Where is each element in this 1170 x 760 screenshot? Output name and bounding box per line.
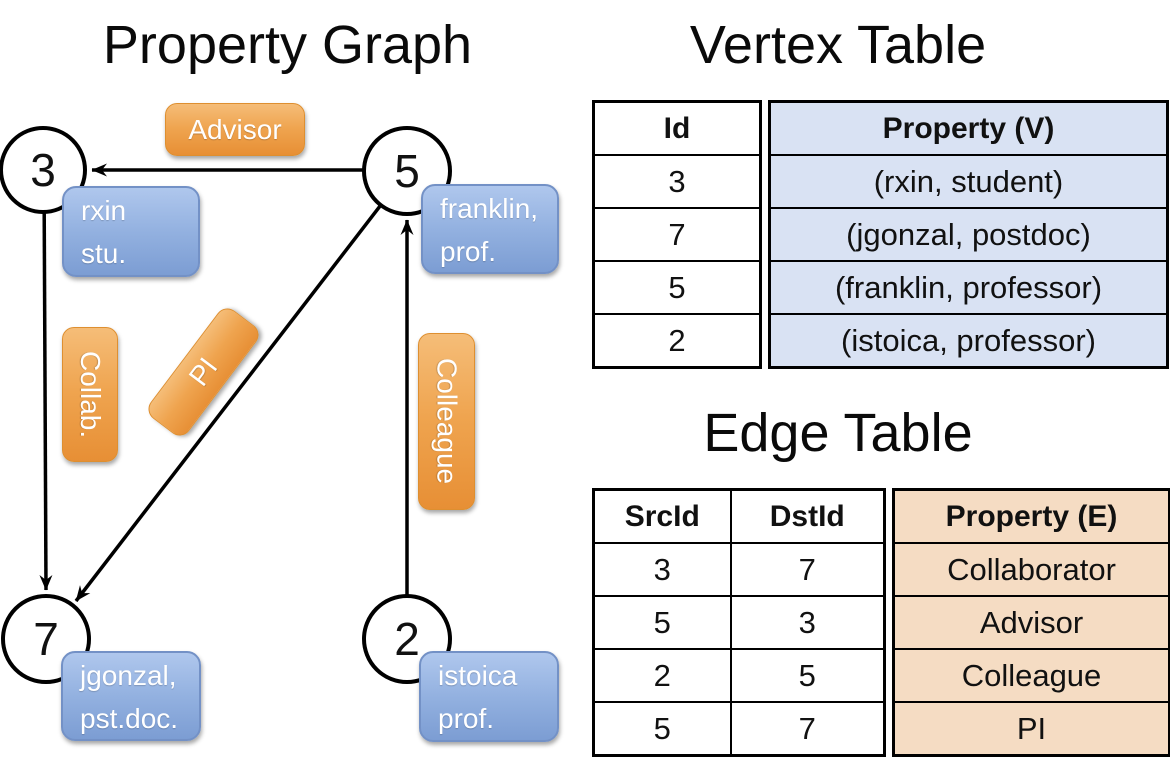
cell-src-id: 5: [592, 595, 732, 650]
edge-label-colleague: Colleague: [418, 333, 475, 510]
vertex-table-id-column: Id 3 7 5 2: [592, 100, 762, 369]
vertex-id-label: 5: [394, 145, 420, 197]
cell-vertex-property: (franklin, professor): [768, 260, 1169, 315]
cell-dst-id: 5: [729, 648, 886, 703]
edge-table: SrcId DstId 3 7 5 3 2 5 5 7 Property (E): [592, 488, 1170, 757]
vertex-property-box-5: franklin, prof.: [421, 184, 559, 274]
vertex-property-box-3: rxin stu.: [62, 186, 200, 277]
table-row: 7: [592, 207, 762, 262]
vertex-table: Id 3 7 5 2 Property (V) (rxin, student) …: [592, 100, 1169, 369]
cell-vertex-id: 2: [592, 313, 762, 369]
table-header-row: Property (E): [892, 488, 1170, 544]
vertex-table-property-column: Property (V) (rxin, student) (jgonzal, p…: [768, 100, 1169, 369]
cell-vertex-property: (rxin, student): [768, 154, 1169, 209]
vertex-id-label: 7: [33, 613, 59, 665]
table-header-row: Id: [592, 100, 762, 156]
edge-label-advisor: Advisor: [165, 103, 305, 156]
cell-vertex-id: 7: [592, 207, 762, 262]
vertex-node-2: 2: [362, 594, 452, 684]
table-row: 2: [592, 313, 762, 369]
vertex-property-line: pst.doc.: [80, 703, 179, 734]
table-row: (rxin, student): [768, 154, 1169, 209]
cell-dst-id: 7: [729, 542, 886, 597]
vertex-id-label: 2: [394, 613, 420, 665]
table-row: Collaborator: [892, 542, 1170, 597]
cell-dst-id: 7: [729, 701, 886, 757]
vertex-property-line: franklin,: [440, 193, 539, 224]
cell-src-id: 5: [592, 701, 732, 757]
table-row: (istoica, professor): [768, 313, 1169, 369]
vertex-node-5: 5: [362, 126, 452, 216]
table-row: 5 3: [592, 595, 886, 650]
cell-edge-property: Collaborator: [892, 542, 1170, 597]
table-row: 5: [592, 260, 762, 315]
cell-src-id: 3: [592, 542, 732, 597]
table-row: (franklin, professor): [768, 260, 1169, 315]
table-row: 3 7: [592, 542, 886, 597]
vertex-property-line: prof.: [438, 703, 495, 734]
table-row: Advisor: [892, 595, 1170, 650]
vertex-id-label: 3: [30, 144, 56, 196]
vertex-property-box-2: istoica prof.: [419, 651, 559, 742]
edge-table-property-column: Property (E) Collaborator Advisor Collea…: [892, 488, 1170, 757]
vertex-property-line: jgonzal,: [80, 660, 177, 691]
table-header-row: Property (V): [768, 100, 1169, 156]
vertex-table-title: Vertex Table: [689, 15, 987, 75]
cell-edge-property: Colleague: [892, 648, 1170, 703]
property-graph-title: Property Graph: [102, 15, 473, 75]
column-header-property-e: Property (E): [892, 488, 1170, 544]
edge-label-collab: Collab.: [62, 327, 118, 462]
table-row: 5 7: [592, 701, 886, 757]
edge-table-title: Edge Table: [703, 403, 973, 463]
edge-table-id-columns: SrcId DstId 3 7 5 3 2 5 5 7: [592, 488, 886, 757]
column-header-dstid: DstId: [729, 488, 886, 544]
table-row: 3: [592, 154, 762, 209]
cell-vertex-id: 5: [592, 260, 762, 315]
vertex-property-line: prof.: [440, 236, 497, 267]
vertex-property-line: istoica: [438, 660, 518, 691]
cell-edge-property: Advisor: [892, 595, 1170, 650]
cell-vertex-id: 3: [592, 154, 762, 209]
cell-vertex-property: (jgonzal, postdoc): [768, 207, 1169, 262]
table-row: Colleague: [892, 648, 1170, 703]
cell-edge-property: PI: [892, 701, 1170, 757]
table-row: 2 5: [592, 648, 886, 703]
column-header-srcid: SrcId: [592, 488, 732, 544]
table-row: (jgonzal, postdoc): [768, 207, 1169, 262]
edge-arrow-3-7: [39, 169, 53, 591]
table-row: PI: [892, 701, 1170, 757]
cell-src-id: 2: [592, 648, 732, 703]
cell-dst-id: 3: [729, 595, 886, 650]
table-header-row: SrcId DstId: [592, 488, 886, 544]
column-header-id: Id: [592, 100, 762, 156]
edge-arrow-5-7: [74, 169, 409, 603]
vertex-property-line: rxin: [81, 195, 127, 226]
vertex-property-box-7: jgonzal, pst.doc.: [61, 651, 201, 741]
vertex-property-line: stu.: [81, 238, 127, 269]
cell-vertex-property: (istoica, professor): [768, 313, 1169, 369]
column-header-property-v: Property (V): [768, 100, 1169, 156]
graph-edges-svg: [39, 163, 414, 639]
